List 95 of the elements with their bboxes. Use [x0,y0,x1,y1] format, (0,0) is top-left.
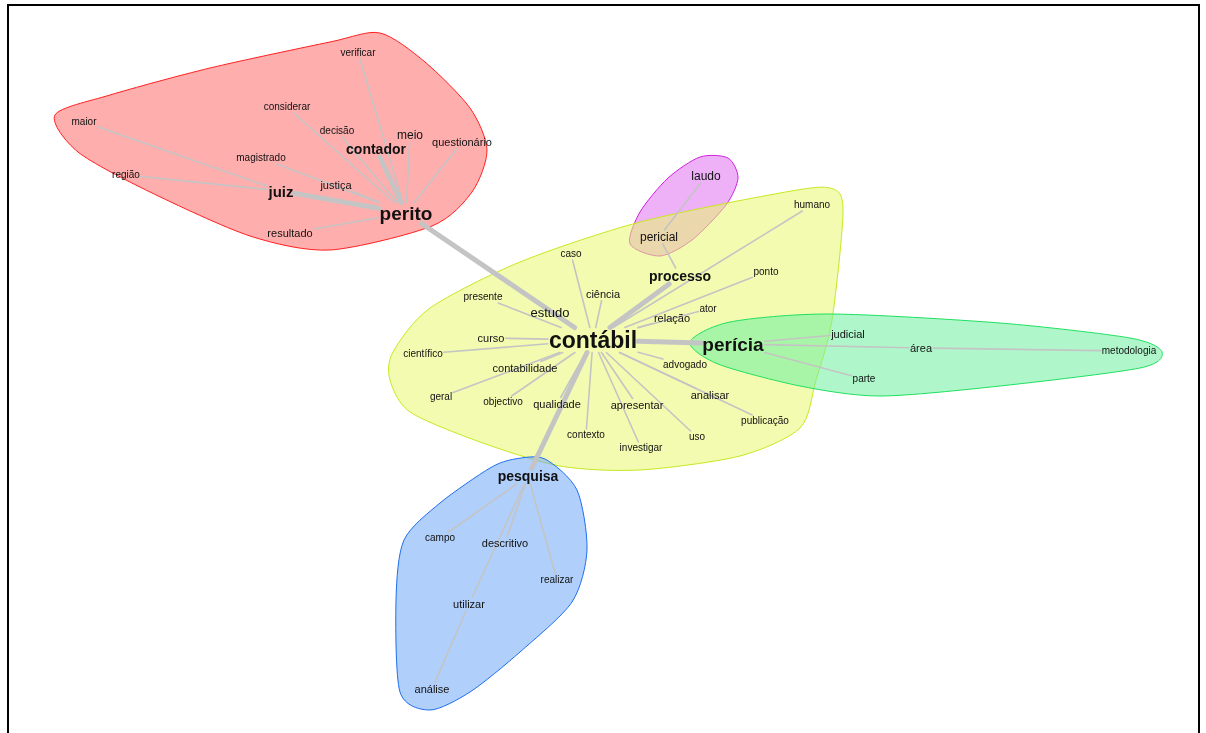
connector-line [405,141,411,204]
connector-line [571,259,591,329]
connector-line [635,338,704,346]
word-label: estudo [530,305,570,319]
word-label: perito [379,203,433,223]
word-label: investigar [619,443,663,453]
word-label: advogado [663,360,707,370]
word-label: parte [852,374,876,384]
word-label: meio [397,129,423,141]
connector-line [292,190,382,211]
word-label: judicial [831,328,865,340]
word-label: qualidade [533,398,581,410]
connector-line [96,125,269,188]
word-label: curso [477,332,505,344]
connector-line [529,483,557,575]
connector-line [624,276,754,329]
word-label: contexto [567,430,605,440]
connector-line [585,351,593,430]
word-label: objectivo [483,397,523,407]
word-label: processo [648,269,712,283]
connector-line [605,351,692,432]
connector-line [600,351,634,400]
connector-line [447,483,518,533]
connector-line [497,302,562,329]
word-label: juiz [268,183,294,199]
connector-line [637,322,654,329]
word-label: uso [688,432,706,442]
connector-line [661,243,677,269]
connector-line [292,112,395,204]
connector-line [471,483,526,599]
connector-line [763,334,831,343]
connector-line [637,351,664,360]
connector-line [506,483,527,538]
word-label: região [112,170,140,180]
word-label: ciência [585,288,621,300]
word-label: campo [425,533,455,543]
word-label: perícia [702,334,764,354]
word-label: pesquisa [497,469,559,483]
word-label: publicação [741,416,789,426]
connector-line [594,299,603,329]
word-label: área [910,342,932,354]
word-label: geral [429,392,453,402]
connector-line [434,609,467,684]
word-label: magistrado [236,153,286,163]
word-label: resultado [267,227,313,239]
connector-line [341,136,398,204]
connector-line [276,163,380,204]
connector-line [377,154,404,205]
word-label: verificar [340,48,376,58]
connector-line [359,58,404,204]
word-label: ponto [753,267,779,277]
word-label: questionário [432,136,492,148]
connector-line [140,175,269,191]
word-label: presente [463,292,503,302]
connector-line [312,216,380,230]
word-label: pericial [640,231,678,243]
word-label: científico [403,349,443,359]
connector-line [763,351,853,377]
connector-line [413,147,458,204]
connector-line [510,351,576,397]
word-label: laudo [691,170,721,182]
connector-line [442,342,549,354]
connector-line [663,182,702,231]
connector-line [351,190,381,204]
connector-line [418,221,578,330]
word-label: contabilidade [492,362,558,374]
word-label: decisão [319,126,355,136]
connector-line [597,351,640,443]
word-label: humano [793,200,831,210]
word-label: contador [346,142,406,156]
word-label: maior [71,117,97,127]
connector-line [932,347,1102,352]
word-label: metodologia [1101,346,1157,356]
word-label: caso [560,249,582,259]
word-label: realizar [540,575,574,585]
word-label: contábil [548,328,638,352]
word-label: análise [414,683,450,695]
word-label: utilizar [453,598,485,610]
word-label: analisar [690,389,730,401]
word-label: ator [699,304,717,314]
word-label: apresentar [610,399,664,411]
word-label: justiça [320,179,352,191]
connector-line [504,337,549,340]
connector-line [452,351,561,394]
connector-line [529,350,590,471]
connector-line [618,351,754,416]
word-label: relação [653,312,691,324]
connector-line [612,210,804,329]
connector-line [560,318,575,329]
word-label: descritivo [481,537,529,549]
connector-line [540,351,564,363]
connector-line [763,343,910,349]
word-label: considerar [263,102,311,112]
connector-line [637,310,700,329]
connector-line [607,281,672,330]
